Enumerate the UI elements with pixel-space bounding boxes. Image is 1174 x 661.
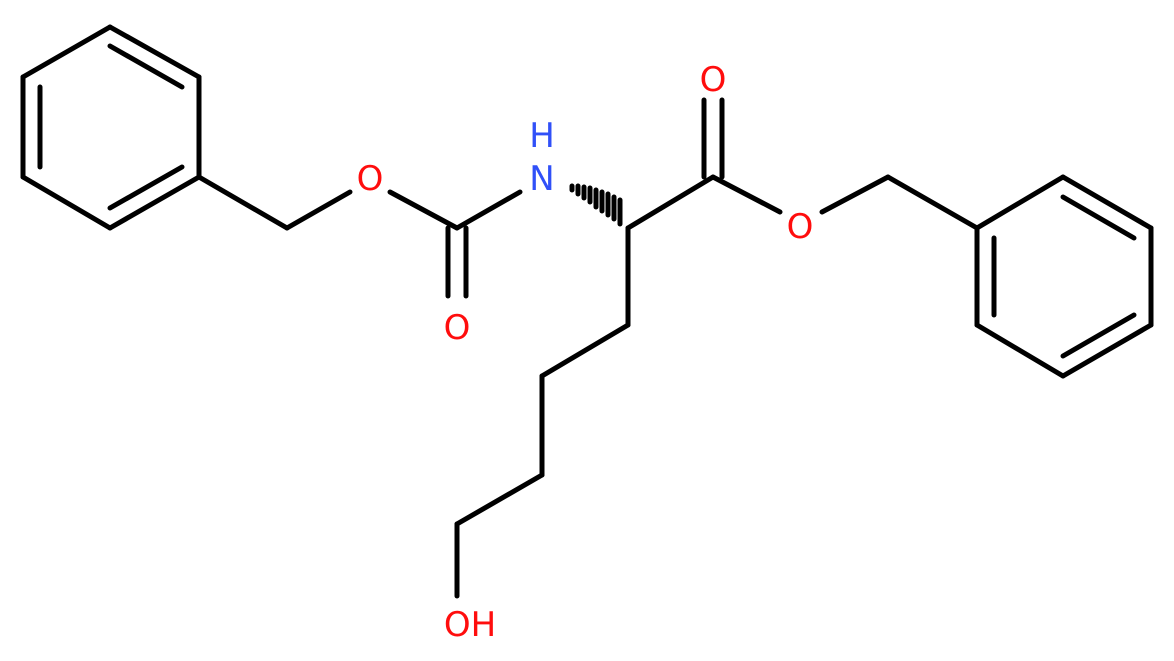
bond xyxy=(20,174,113,231)
aromatic-inner-bond xyxy=(107,164,185,211)
bond xyxy=(20,24,113,80)
bond xyxy=(454,189,523,231)
bond xyxy=(539,322,631,379)
bond xyxy=(284,189,353,231)
ester-ether-oxygen-label: O xyxy=(787,207,814,247)
bond xyxy=(196,174,290,231)
ester-carbonyl-oxygen-label: O xyxy=(700,60,727,100)
bond xyxy=(974,174,1066,231)
carbamate-ether-oxygen-label: O xyxy=(357,159,384,199)
bond xyxy=(1060,174,1154,231)
aromatic-inner-bond xyxy=(1060,312,1137,359)
bond xyxy=(710,174,783,215)
aromatic-inner-bond xyxy=(1060,194,1137,241)
bond xyxy=(107,174,202,231)
aromatic-inner-bond xyxy=(107,43,185,90)
bond xyxy=(387,189,460,231)
hydroxyl-label: OH xyxy=(444,605,496,645)
bond xyxy=(454,472,545,527)
left-benzene-ring xyxy=(20,24,202,231)
bond xyxy=(1060,322,1154,379)
carbamate-group xyxy=(196,174,523,299)
backbone xyxy=(454,97,980,599)
bond xyxy=(885,174,980,231)
bond xyxy=(974,322,1066,379)
bond xyxy=(625,174,716,231)
carbamate-carbonyl-oxygen-label: O xyxy=(444,308,471,348)
amine-nitrogen-label: N xyxy=(529,159,554,199)
hashed-wedge-bond xyxy=(569,183,623,227)
bond xyxy=(819,174,891,215)
amine-hydrogen-label: H xyxy=(529,116,555,156)
right-benzene-ring xyxy=(974,174,1154,379)
bond xyxy=(107,24,202,80)
